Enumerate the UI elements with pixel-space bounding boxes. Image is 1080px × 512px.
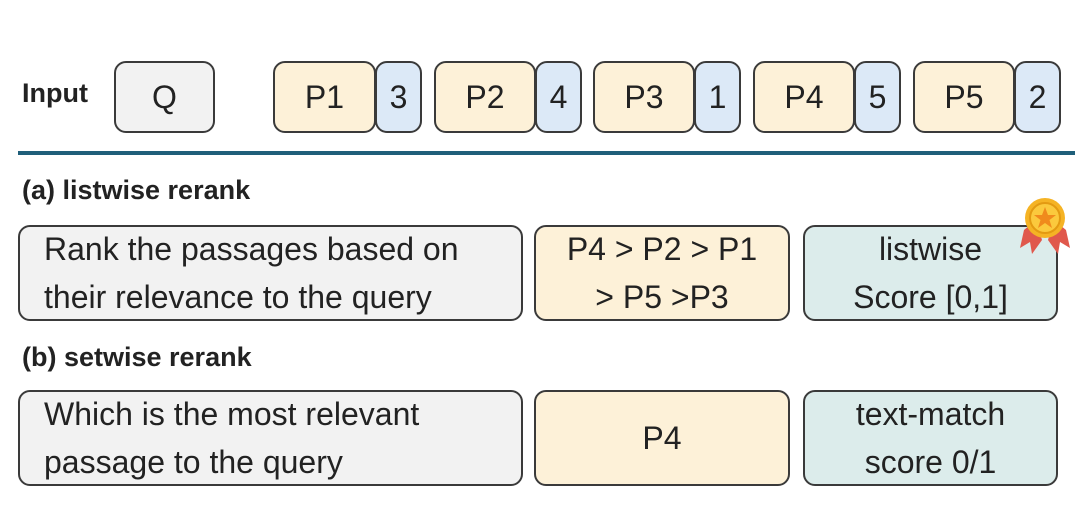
input-label: Input [22, 78, 88, 108]
listwise-output-line1: P4 > P2 > P1 [566, 231, 758, 267]
setwise-score-box: text-match score 0/1 [803, 390, 1058, 486]
passage-score-p5: 2 [1014, 61, 1061, 133]
listwise-prompt-line2: their relevance to the query [44, 279, 432, 315]
section-divider [18, 151, 1075, 155]
passage-score-p4: 5 [854, 61, 901, 133]
listwise-prompt-box: Rank the passages based on their relevan… [18, 225, 523, 321]
setwise-prompt-line2: passage to the query [44, 444, 343, 480]
passage-p3: P3 [593, 61, 695, 133]
passage-p5: P5 [913, 61, 1015, 133]
listwise-output-line2: > P5 >P3 [595, 279, 729, 315]
setwise-output-box: P4 [534, 390, 790, 486]
listwise-title: (a) listwise rerank [22, 175, 251, 205]
listwise-prompt-line1: Rank the passages based on [44, 231, 459, 267]
medal-icon [1020, 198, 1070, 254]
passage-score-p1: 3 [375, 61, 422, 133]
setwise-title: (b) setwise rerank [22, 342, 252, 372]
passage-p2: P2 [434, 61, 536, 133]
setwise-score-line1: text-match [855, 396, 1006, 432]
listwise-score-line2: Score [0,1] [853, 279, 1008, 315]
setwise-prompt-box: Which is the most relevant passage to th… [18, 390, 523, 486]
listwise-output-box: P4 > P2 > P1 > P5 >P3 [534, 225, 790, 321]
query-box: Q [114, 61, 215, 133]
setwise-score-line2: score 0/1 [864, 444, 997, 480]
listwise-score-line1: listwise [878, 231, 983, 267]
passage-score-p2: 4 [535, 61, 582, 133]
passage-p1: P1 [273, 61, 376, 133]
listwise-score-box: listwise Score [0,1] [803, 225, 1058, 321]
passage-score-p3: 1 [694, 61, 741, 133]
passage-p4: P4 [753, 61, 855, 133]
setwise-prompt-line1: Which is the most relevant [44, 396, 420, 432]
